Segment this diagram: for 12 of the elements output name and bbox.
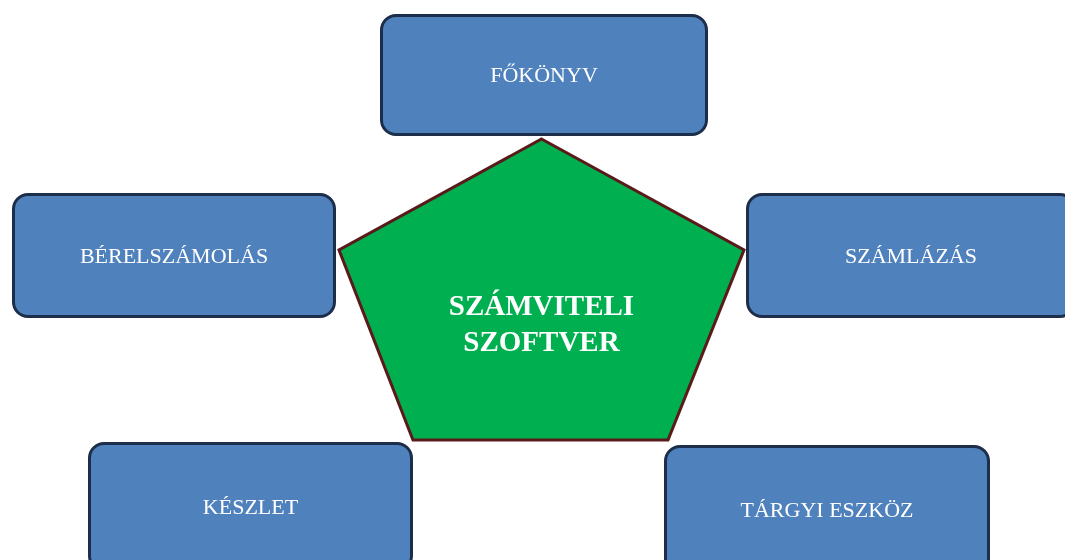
module-label: FŐKÖNYV xyxy=(490,62,598,88)
module-label: KÉSZLET xyxy=(202,494,299,520)
module-label: SZÁMLÁZÁS xyxy=(845,242,977,269)
module-label: BÉRELSZÁMOLÁS xyxy=(79,242,269,269)
module-box xyxy=(746,193,1065,318)
module-box xyxy=(88,442,413,560)
module-label: TÁRGYI ESZKÖZ xyxy=(740,497,914,523)
center-title: SZÁMVITELI SZOFTVER xyxy=(447,288,636,359)
module-box xyxy=(664,445,990,560)
module-box xyxy=(380,14,708,136)
module-box xyxy=(12,193,336,318)
pentagon-shape xyxy=(337,137,746,442)
